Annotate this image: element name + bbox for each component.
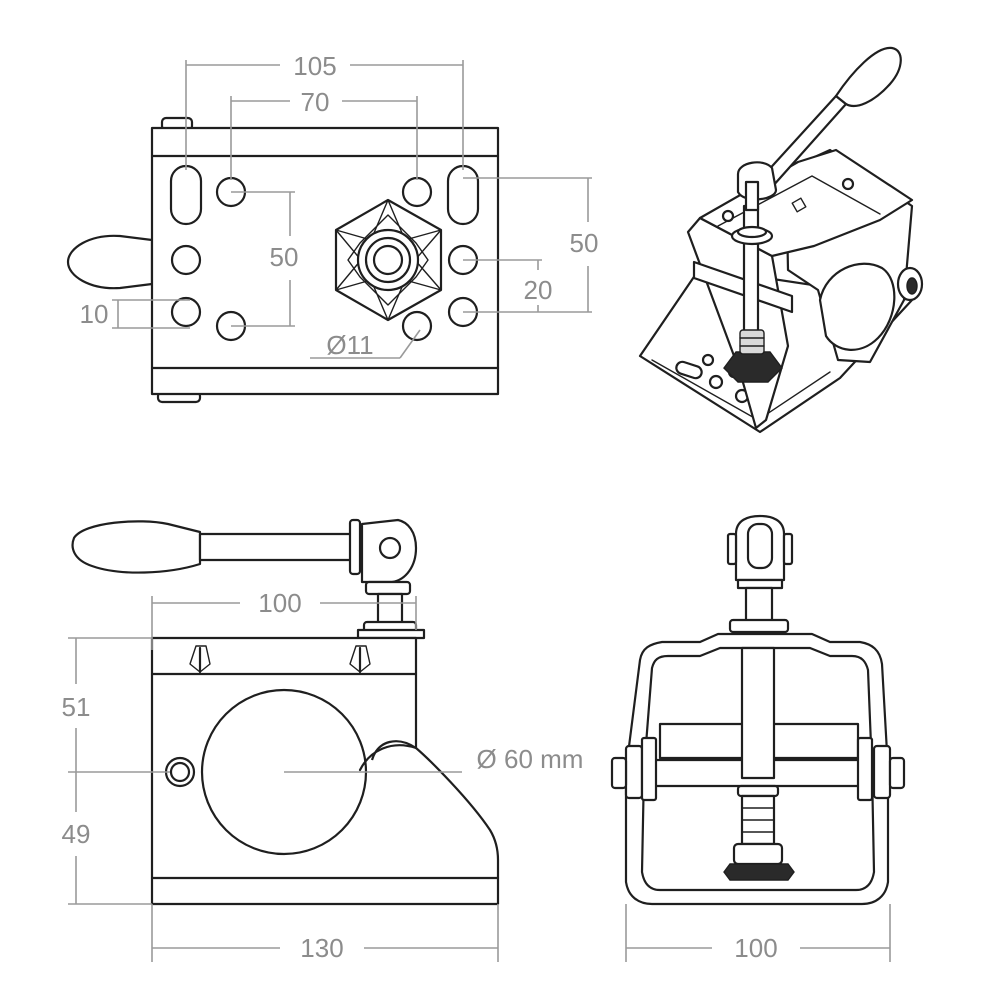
hole <box>170 296 202 328</box>
hole <box>170 244 202 276</box>
front-view: 100 <box>610 514 906 963</box>
side-screw-shaft <box>376 592 404 626</box>
dim-130-label: 130 <box>300 933 343 963</box>
slot-right <box>446 164 480 226</box>
dim-side-100-label: 100 <box>258 588 301 618</box>
iso-handle-grip <box>834 46 902 108</box>
dim-10-label: 10 <box>80 299 109 329</box>
isometric-view <box>638 46 924 434</box>
dim-tube-diameter-label: Ø 60 mm <box>477 744 584 774</box>
side-handle-grip <box>71 520 202 574</box>
dim-50-right-label: 50 <box>570 228 599 258</box>
top-view: 105 70 50 50 20 10 Ø11 <box>66 51 599 404</box>
dim-20-label: 20 <box>524 275 553 305</box>
front-ear-left <box>624 744 644 800</box>
hole <box>401 310 433 342</box>
side-view: 100 51 49 Ø 60 mm 130 <box>62 518 584 963</box>
side-dimensions <box>68 596 499 962</box>
dim-51-label: 51 <box>62 692 91 722</box>
dim-105-label: 105 <box>293 51 336 81</box>
slot-left <box>169 164 203 226</box>
dim-front-100-label: 100 <box>734 933 777 963</box>
dim-hole-diameter-label: Ø11 <box>326 330 373 360</box>
dim-70-label: 70 <box>301 87 330 117</box>
top-handle-grip <box>66 234 154 290</box>
front-pressure-foot <box>723 863 795 881</box>
side-handle-rod <box>198 532 354 562</box>
dim-49-label: 49 <box>62 819 91 849</box>
front-screw-shaft <box>744 586 774 626</box>
front-dimensions <box>625 904 891 962</box>
front-ear-right <box>872 744 892 800</box>
iso-pressure-foot <box>723 351 783 383</box>
iso-tube-opening <box>818 262 896 351</box>
clamp-plate <box>150 126 500 396</box>
dim-50-left-label: 50 <box>270 242 299 272</box>
top-dimensions <box>112 60 592 359</box>
hole <box>401 176 433 208</box>
